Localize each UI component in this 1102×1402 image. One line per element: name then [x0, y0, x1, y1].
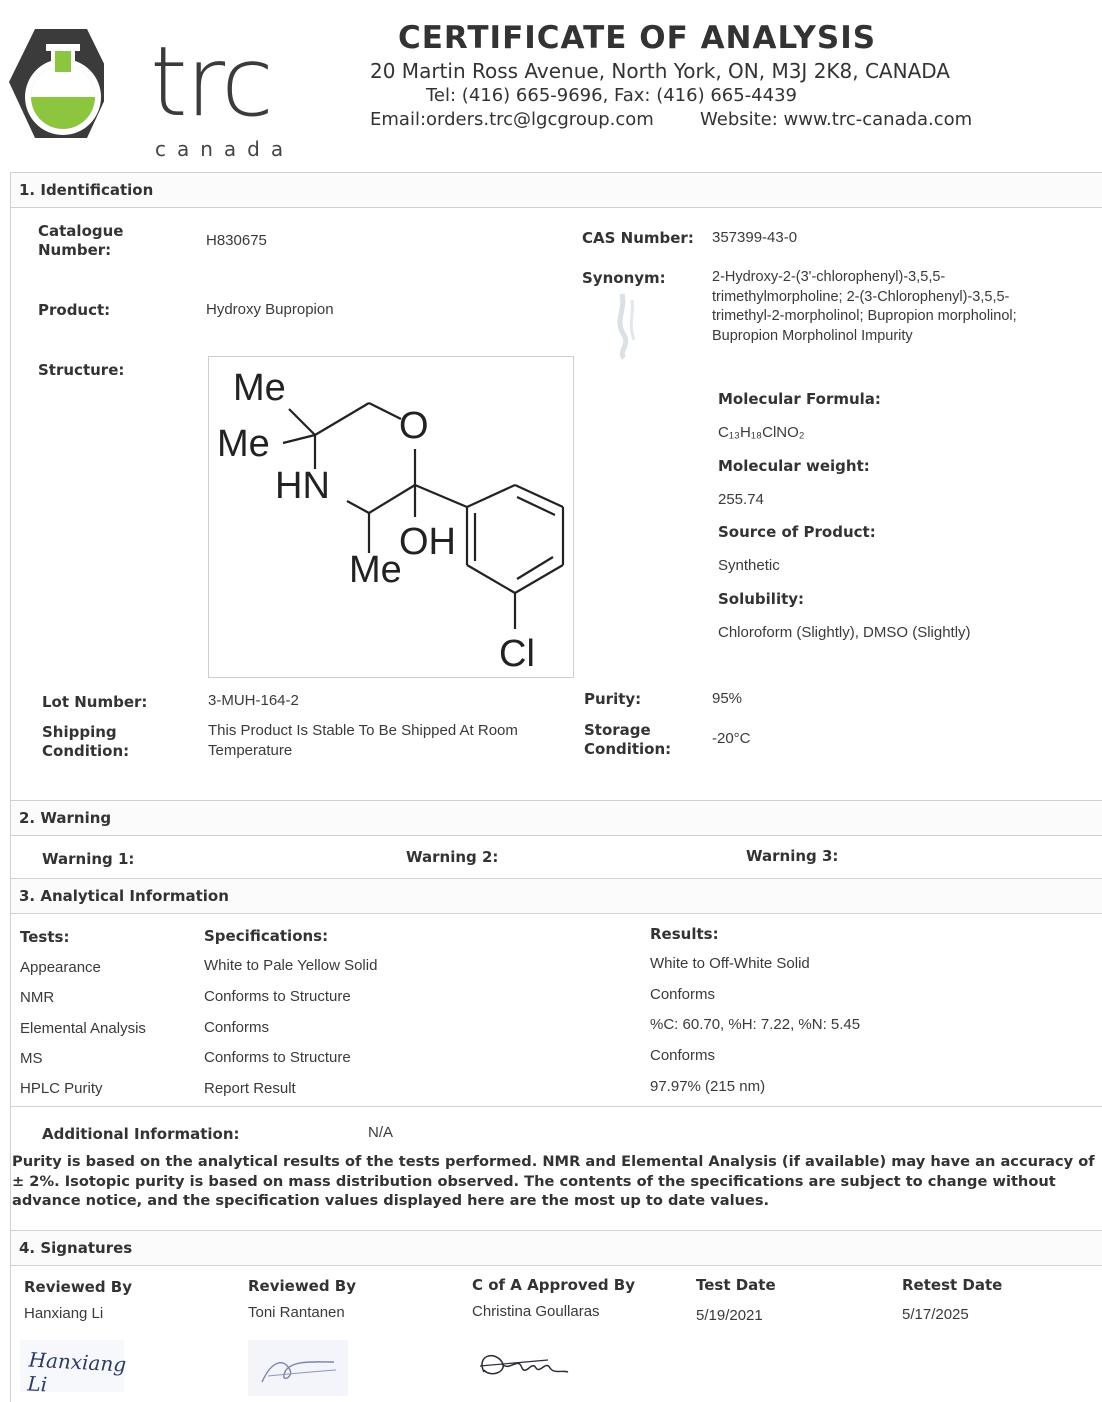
document-title: CERTIFICATE OF ANALYSIS — [398, 20, 877, 56]
section-title: 4. Signatures — [19, 1239, 133, 1257]
purity-value: 95% — [712, 690, 743, 707]
cell-spec: Conforms to Structure — [204, 1049, 351, 1066]
cell-spec: Report Result — [204, 1080, 296, 1097]
signature-2-icon — [248, 1340, 348, 1396]
trc-logo-icon — [9, 29, 116, 138]
stamp-smudge-icon — [617, 293, 636, 360]
molecular-formula-value: C₁₃H₁₈ClNO₂ — [718, 424, 805, 441]
lot-number-label: Lot Number: — [42, 693, 148, 711]
logo-text: trc — [150, 26, 274, 138]
warning-1-label: Warning 1: — [42, 850, 135, 868]
cell-result: White to Off-White Solid — [650, 955, 810, 972]
cell-test: Appearance — [20, 959, 101, 976]
storage-value: -20°C — [712, 730, 751, 747]
cell-result: Conforms — [650, 1047, 716, 1064]
cell-result: %C: 60.70, %H: 7.22, %N: 5.45 — [650, 1016, 861, 1033]
section-identification-header: 1. Identification — [10, 172, 1102, 208]
signature-1-image: Hanxiang Li — [20, 1340, 127, 1396]
molecule-structure — [282, 402, 565, 629]
molecular-weight-label: Molecular weight: — [718, 457, 870, 475]
retest-date-label: Retest Date — [902, 1276, 1003, 1294]
logo-subtext: canada — [155, 137, 295, 161]
warning-3-label: Warning 3: — [746, 847, 839, 865]
lot-number-value: 3-MUH-164-2 — [208, 692, 299, 709]
solubility-value: Chloroform (Slightly), DMSO (Slightly) — [718, 624, 971, 641]
shipping-value: This Product Is Stable To Be Shipped At … — [208, 722, 518, 759]
page-left-border — [10, 172, 11, 1402]
atom-me-left: Me — [217, 423, 270, 465]
cell-spec: White to Pale Yellow Solid — [204, 957, 378, 974]
molecular-formula-label: Molecular Formula: — [718, 390, 881, 408]
reviewer-1-label: Reviewed By — [24, 1278, 133, 1296]
cell-test: NMR — [20, 989, 55, 1006]
approver-name: Christina Goullaras — [472, 1303, 600, 1320]
synonym-label: Synonym: — [582, 269, 666, 287]
section-signatures-header: 4. Signatures — [10, 1230, 1102, 1266]
atom-me-top: Me — [233, 367, 286, 409]
warning-2-label: Warning 2: — [406, 848, 499, 866]
section-warning-header: 2. Warning — [10, 800, 1102, 836]
atom-me-bottom: Me — [349, 549, 402, 591]
cas-value: 357399-43-0 — [712, 229, 798, 246]
approver-label: C of A Approved By — [472, 1276, 636, 1294]
storage-label: Storage Condition: — [584, 721, 672, 758]
product-value: Hydroxy Bupropion — [206, 301, 334, 318]
atom-hn: HN — [275, 465, 330, 507]
signature-3-icon — [479, 1354, 569, 1375]
cell-spec: Conforms to Structure — [204, 988, 351, 1005]
additional-info-label: Additional Information: — [42, 1125, 240, 1143]
retest-date-value: 5/17/2025 — [902, 1306, 969, 1323]
structure-diagram: Me Me O HN OH Me Cl — [208, 356, 574, 678]
company-phone: Tel: (416) 665-9696, Fax: (416) 665-4439 — [426, 85, 797, 106]
reviewer-1-name: Hanxiang Li — [24, 1305, 104, 1322]
reviewer-2-name: Toni Rantanen — [248, 1304, 345, 1321]
source-value: Synthetic — [718, 557, 780, 574]
cell-test: Elemental Analysis — [20, 1020, 146, 1037]
col-header-specifications: Specifications: — [204, 927, 329, 945]
cell-test: MS — [20, 1050, 43, 1067]
cas-label: CAS Number: — [582, 229, 694, 247]
atom-o: O — [399, 405, 429, 447]
catalogue-value: H830675 — [206, 232, 267, 249]
source-label: Source of Product: — [718, 523, 876, 541]
cell-result: Conforms — [650, 986, 716, 1003]
company-website: Website: www.trc-canada.com — [700, 109, 973, 130]
solubility-label: Solubility: — [718, 590, 805, 608]
synonym-value: 2-Hydroxy-2-(3'-chlorophenyl)-3,5,5- tri… — [712, 269, 1017, 344]
shipping-label: Shipping Condition: — [42, 723, 130, 760]
test-date-value: 5/19/2021 — [696, 1307, 763, 1324]
section-title: 2. Warning — [19, 809, 112, 827]
company-email: Email:orders.trc@lgcgroup.com — [370, 109, 654, 130]
additional-info-value: N/A — [368, 1124, 394, 1141]
atom-oh: OH — [399, 521, 456, 563]
cell-result: 97.97% (215 nm) — [650, 1078, 766, 1095]
section-title: 1. Identification — [19, 181, 154, 199]
signature-1-text: Hanxiang Li — [26, 1347, 127, 1397]
test-date-label: Test Date — [696, 1276, 776, 1294]
atom-cl: Cl — [499, 633, 535, 675]
structure-label: Structure: — [38, 361, 125, 379]
product-label: Product: — [38, 301, 111, 319]
cell-test: HPLC Purity — [20, 1080, 103, 1097]
purity-label: Purity: — [584, 690, 642, 708]
section-title: 3. Analytical Information — [19, 887, 229, 905]
col-header-results: Results: — [650, 925, 719, 943]
section-analytical-header: 3. Analytical Information — [10, 878, 1102, 914]
molecular-weight-value: 255.74 — [718, 491, 764, 508]
catalogue-label: Catalogue Number: — [38, 222, 124, 259]
table-divider — [10, 1106, 1102, 1107]
col-header-tests: Tests: — [20, 928, 70, 946]
disclaimer: Purity is based on the analytical result… — [12, 1153, 1095, 1209]
company-address: 20 Martin Ross Avenue, North York, ON, M… — [370, 59, 950, 83]
cell-spec: Conforms — [204, 1019, 270, 1036]
reviewer-2-label: Reviewed By — [248, 1277, 357, 1295]
